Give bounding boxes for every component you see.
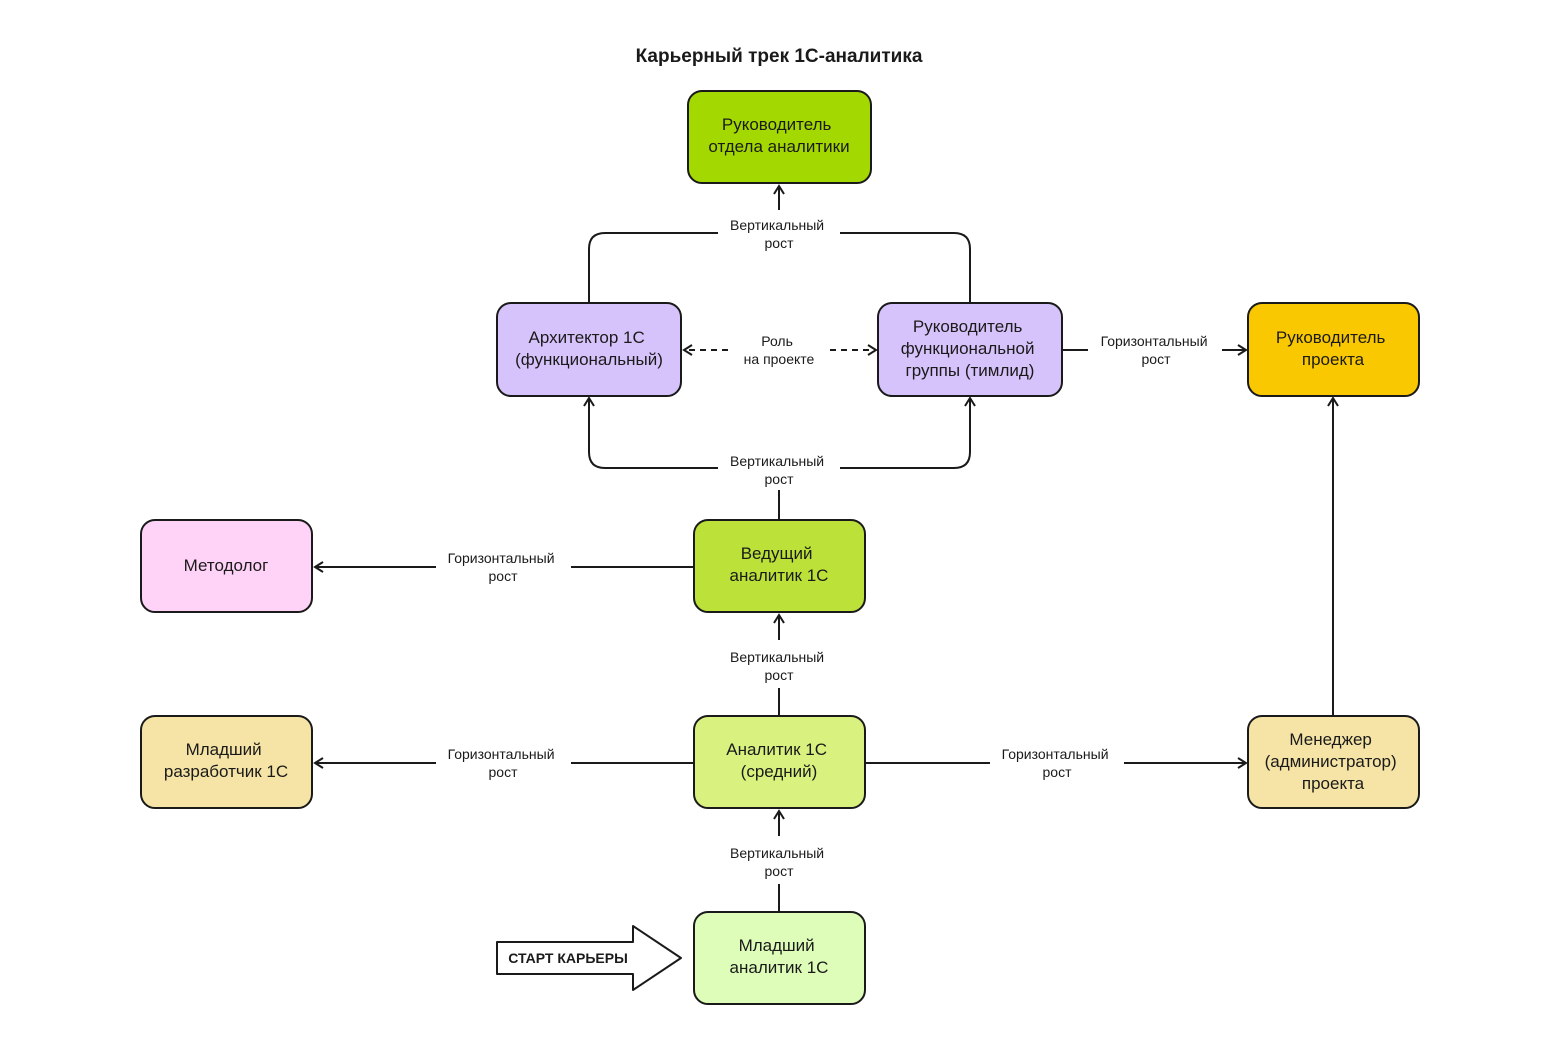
svg-text:Младший аналитик 1С: Младший аналитик 1С (730, 936, 829, 977)
node-analyst-mid: Аналитик 1С (средний) (693, 715, 866, 809)
node-project-head: Руководитель проекта (1247, 302, 1420, 397)
label-vertical-growth-top: Вертикальный рост (730, 217, 828, 251)
node-team-lead: Руководитель функциональной группы (тимл… (877, 302, 1063, 397)
diagram-title: Карьерный трек 1С-аналитика (636, 46, 923, 67)
edge-architect-to-head (588, 232, 718, 303)
svg-text:Руководитель отдела анал: Руководитель отдела аналитики (708, 115, 849, 156)
node-junior-developer: Младший разработчик 1С (140, 715, 313, 809)
node-head-analytics: Руководитель отдела аналитики (687, 90, 872, 184)
svg-text:Методолог: Методолог (184, 556, 269, 575)
start-career-label: СТАРТ КАРЬЕРЫ (508, 950, 628, 966)
node-project-manager: Менеджер (администратор) проекта (1247, 715, 1420, 809)
svg-text:Младший разработчик 1С: Младший разработчик 1С (164, 740, 288, 781)
svg-text:Руководитель проекта: Руководитель проекта (1276, 328, 1390, 369)
label-horizontal-growth-junior-dev: Горизонтальный рост (448, 746, 559, 780)
node-methodologist: Методолог (140, 519, 313, 613)
svg-text:Архитектор 1С (функциона: Архитектор 1С (функциональный) (515, 328, 663, 369)
arrow-to-architect (583, 396, 718, 469)
svg-text:Ведущий аналитик 1С: Ведущий аналитик 1С (730, 544, 829, 585)
label-project-role: Роль на проекте (744, 333, 815, 367)
label-vertical-growth-junior: Вертикальный рост (730, 845, 828, 879)
label-vertical-growth-lead: Вертикальный рост (730, 453, 828, 487)
svg-text:Аналитик 1С (средний): Аналитик 1С (средний) (726, 740, 832, 781)
label-horizontal-growth-pm: Горизонтальный рост (1002, 746, 1113, 780)
svg-text:Руководитель функциональ: Руководитель функциональной группы (тимл… (901, 317, 1040, 380)
node-lead-analyst: Ведущий аналитик 1С (693, 519, 866, 613)
svg-text:Менеджер (администратор): Менеджер (администратор) проекта (1265, 730, 1402, 793)
arrow-to-teamlead (840, 396, 976, 469)
label-horizontal-growth-teamlead: Горизонтальный рост (1101, 333, 1212, 367)
label-vertical-growth-mid: Вертикальный рост (730, 649, 828, 683)
start-career-arrow: СТАРТ КАРЬЕРЫ (496, 925, 682, 991)
node-architect: Архитектор 1С (функциональный) (496, 302, 682, 397)
node-junior-analyst: Младший аналитик 1С (693, 911, 866, 1005)
edge-teamlead-to-head (840, 232, 971, 303)
label-horizontal-growth-methodologist: Горизонтальный рост (448, 550, 559, 584)
